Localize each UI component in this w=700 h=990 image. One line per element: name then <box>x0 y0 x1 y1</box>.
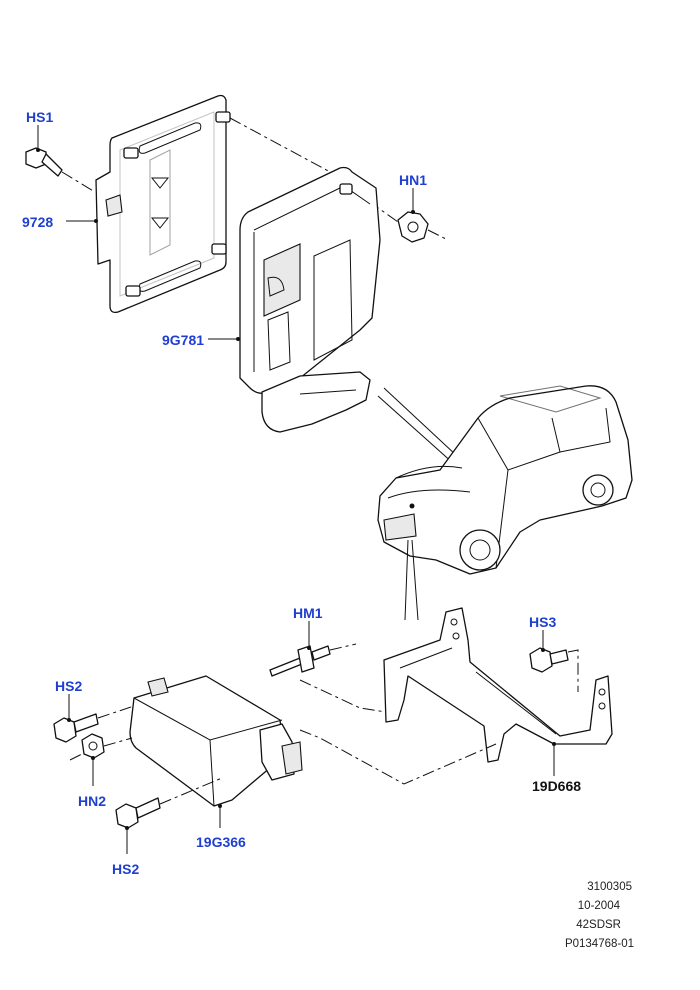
sensor-19g366 <box>129 675 497 807</box>
callout-hm1: HM1 <box>293 605 323 621</box>
vehicle-illustration <box>377 385 633 575</box>
location-pointer-lines-lower <box>404 539 419 621</box>
callout-hn2: HN2 <box>78 793 106 809</box>
mounting-plate-9728 <box>95 94 231 314</box>
callout-hs3: HS3 <box>529 614 556 630</box>
bracket-19d668 <box>383 607 613 763</box>
reference-model: 42SDSR <box>576 919 621 931</box>
callout-9g781: 9G781 <box>162 332 204 348</box>
module-9g781 <box>239 166 381 433</box>
callout-19g366: 19G366 <box>196 834 246 850</box>
alignment-line-plate-module <box>229 117 346 181</box>
leader-lines <box>36 125 556 854</box>
callout-hs2-bottom: HS2 <box>112 861 139 877</box>
bolt-hs2-bottom <box>115 777 223 829</box>
callout-hs2-top: HS2 <box>55 678 82 694</box>
nut-hn2 <box>69 733 133 761</box>
bolt-hs2-top <box>53 705 135 743</box>
callout-hs1: HS1 <box>26 109 53 125</box>
callout-hn1: HN1 <box>399 172 427 188</box>
callout-9728: 9728 <box>22 214 53 230</box>
reference-code: 3100305 <box>587 881 632 893</box>
reference-illustration-id: P0134768-01 <box>565 938 634 950</box>
bolt-hs3 <box>529 647 579 692</box>
callout-19d668: 19D668 <box>532 778 581 794</box>
stud-hm1 <box>269 643 387 713</box>
nut-hn1 <box>397 211 449 243</box>
bolt-hs1 <box>25 147 96 193</box>
reference-date: 10-2004 <box>578 900 621 912</box>
